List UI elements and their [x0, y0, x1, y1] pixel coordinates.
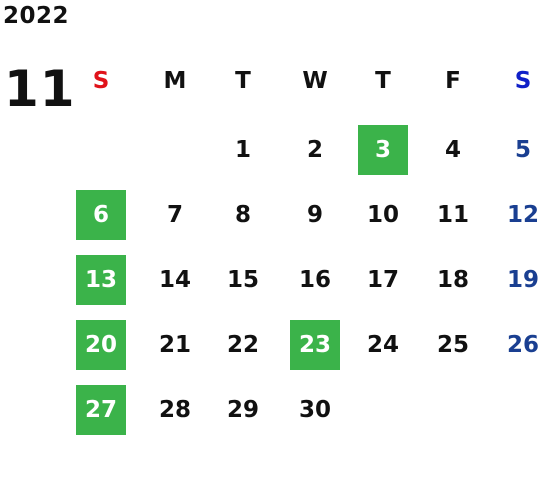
day-cell-saturday: 12	[506, 202, 539, 228]
day-cell-thursday: 17	[366, 267, 399, 293]
year-label: 2022	[3, 3, 70, 29]
day-cell-wednesday: 23	[290, 320, 340, 370]
weekday-monday: M	[163, 68, 187, 94]
day-cell-tuesday: 29	[226, 397, 259, 423]
day-cell-friday: 18	[436, 267, 469, 293]
day-cell-friday: 11	[436, 202, 469, 228]
day-cell-thursday: 3	[358, 125, 408, 175]
day-cell-friday: 4	[444, 137, 461, 163]
day-cell-sunday: 6	[76, 190, 126, 240]
day-cell-wednesday: 16	[298, 267, 331, 293]
day-cell-wednesday: 2	[306, 137, 323, 163]
day-cell-friday: 25	[436, 332, 469, 358]
day-cell-tuesday: 1	[234, 137, 251, 163]
day-cell-saturday: 19	[506, 267, 539, 293]
day-cell-thursday: 24	[366, 332, 399, 358]
weekday-tuesday: T	[235, 68, 251, 94]
day-cell-saturday: 5	[514, 137, 531, 163]
day-cell-monday: 14	[158, 267, 191, 293]
day-cell-thursday: 10	[366, 202, 399, 228]
weekday-friday: F	[445, 68, 461, 94]
day-cell-sunday: 27	[76, 385, 126, 435]
day-cell-wednesday: 30	[298, 397, 331, 423]
weekday-sunday: S	[92, 68, 110, 94]
weekday-wednesday: W	[302, 68, 328, 94]
month-label: 11	[4, 60, 76, 118]
day-cell-monday: 21	[158, 332, 191, 358]
day-cell-sunday: 13	[76, 255, 126, 305]
day-cell-tuesday: 15	[226, 267, 259, 293]
day-cell-monday: 28	[158, 397, 191, 423]
day-cell-monday: 7	[166, 202, 183, 228]
day-cell-sunday: 20	[76, 320, 126, 370]
day-cell-tuesday: 8	[234, 202, 251, 228]
day-cell-tuesday: 22	[226, 332, 259, 358]
weekday-saturday: S	[514, 68, 532, 94]
day-cell-saturday: 26	[506, 332, 539, 358]
day-cell-wednesday: 9	[306, 202, 323, 228]
weekday-thursday: T	[375, 68, 391, 94]
